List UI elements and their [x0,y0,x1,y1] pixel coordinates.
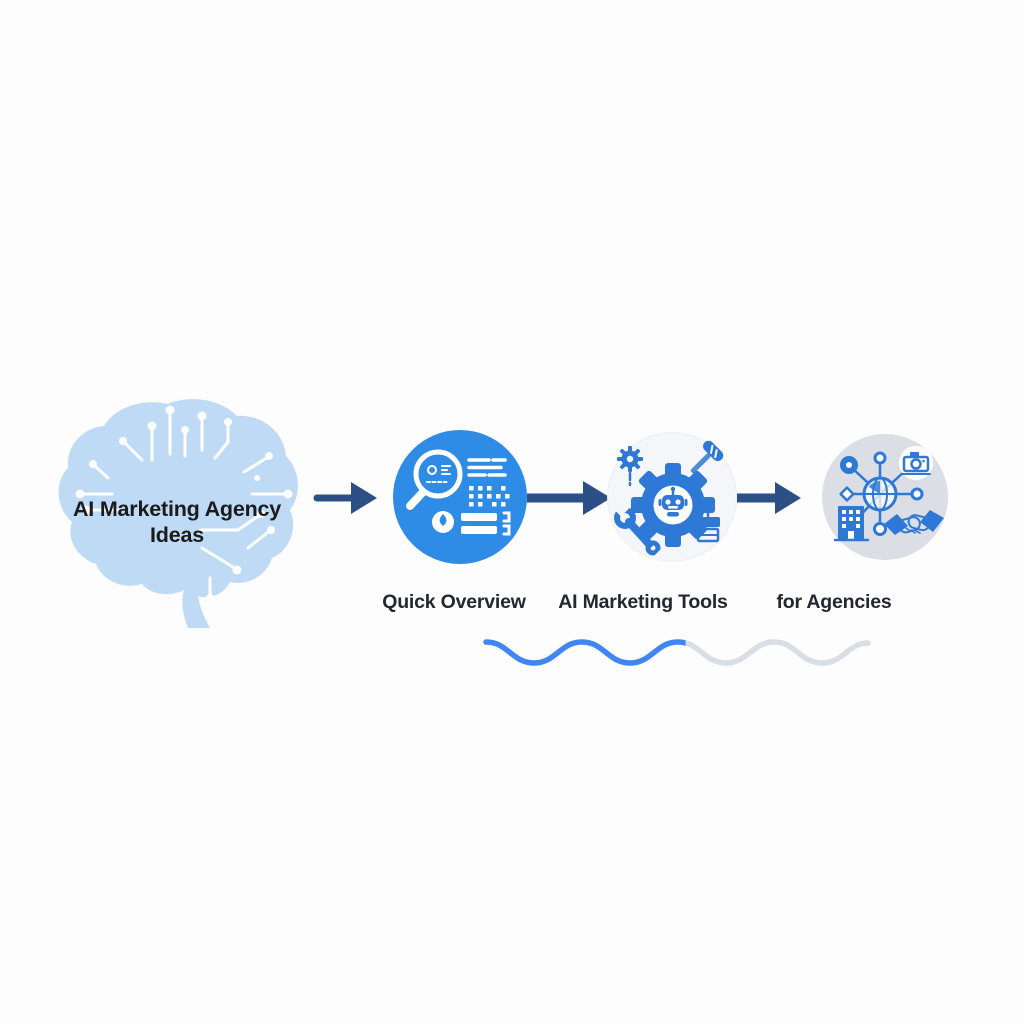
main-title-line1: AI Marketing Agency [72,497,282,521]
wrench-icon [612,499,668,562]
small-gear-icon [617,446,643,487]
wavy-line [483,639,871,666]
step-label-ai-marketing-tools: AI Marketing Tools [558,591,728,613]
network-globe-icon [839,451,924,536]
step-label-quick-overview: Quick Overview [382,591,526,613]
bar-rows-icon [461,511,511,536]
main-title: AI Marketing Agency Ideas [52,496,302,548]
camera-icon [899,446,933,480]
right-arrow-icon [313,482,377,514]
hammer-icon [690,440,724,474]
gauge-icon [432,511,454,533]
step-circle-ai-marketing-tools [607,432,737,562]
text-lines-icon [467,458,507,477]
circuit-traces [75,405,293,602]
right-arrow-icon [737,482,801,514]
step-circle-quick-overview [393,430,527,564]
robot-gear-tools-icon [612,440,724,562]
right-arrow-icon [527,481,611,515]
building-icon [833,506,870,542]
network-building-handshake-icon [833,446,944,542]
robot-gear-icon [631,463,715,547]
robot-face-icon [658,486,688,517]
paint-tool-icon [696,501,720,543]
handshake-icon [884,510,944,535]
circuit-brain-icon [58,399,298,628]
circuit-brain-graphic: AI Marketing Agency Ideas [52,398,302,630]
step-circle-for-agencies [822,434,948,560]
main-title-line2: Ideas [150,523,204,547]
step-label-for-agencies: for Agencies [776,591,892,613]
dot-grid-icon [469,486,510,507]
magnifier-icon [406,449,463,510]
search-analytics-icon [406,449,511,536]
